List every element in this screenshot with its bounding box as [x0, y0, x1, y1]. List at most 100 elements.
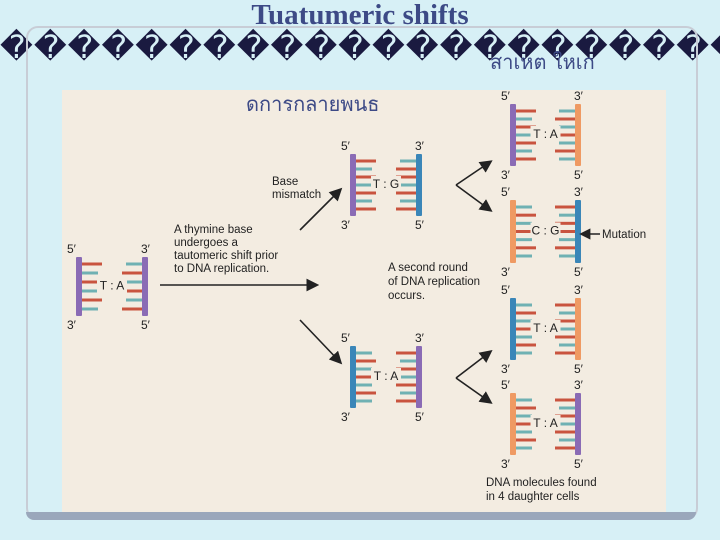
- molecule-daughter-2-bottom-left-prime: 3′: [501, 265, 511, 279]
- molecule-daughter-2-pair-label: C : G: [531, 224, 559, 238]
- molecule-original-bottom-left-prime: 3′: [67, 318, 77, 332]
- molecule-daughter-3-right-base: [559, 327, 575, 331]
- molecule-daughter-4-left-base: [516, 438, 536, 442]
- molecule-original-left-strand: [76, 257, 82, 316]
- molecule-normal-right-base: [400, 375, 416, 379]
- mutation-label: Mutation: [602, 229, 646, 241]
- molecule-daughter-3-left-base: [516, 351, 532, 355]
- bottom-bar: [26, 512, 696, 520]
- molecule-original-left-base: [82, 289, 98, 293]
- molecule-daughter-4-left-base: [516, 406, 536, 410]
- molecule-daughter-4-bottom-right-prime: 5′: [574, 457, 584, 471]
- molecule-normal-right-base: [396, 351, 416, 355]
- molecule-mismatch-left-base: [356, 175, 376, 179]
- dna-molecules: 5′3′3′5′T : A5′3′3′5′T : G5′3′3′5′T : A5…: [67, 89, 584, 471]
- molecule-daughter-1-left-base: [516, 149, 532, 153]
- molecule-daughter-3-left-base: [516, 335, 532, 339]
- molecule-normal-left-base: [356, 383, 372, 387]
- molecule-daughter-1-right-base: [559, 125, 575, 129]
- molecule-normal-left-base: [356, 375, 376, 379]
- molecule-mismatch-left-base: [356, 191, 376, 195]
- molecule-daughter-3-right-base: [555, 335, 575, 339]
- molecule-normal-bottom-left-prime: 3′: [341, 410, 351, 424]
- molecule-daughter-1-left-base: [516, 125, 536, 129]
- molecule-daughter-2-left-base: [516, 254, 532, 258]
- molecule-daughter-2-right-base: [559, 238, 575, 242]
- molecule-mismatch-left-base: [356, 167, 372, 171]
- molecule-normal-right-base: [396, 399, 416, 403]
- molecule-daughter-4-right-base: [555, 398, 575, 402]
- molecule-daughter-1-top-right-prime: 3′: [574, 89, 584, 103]
- molecule-daughter-2-right-base: [559, 254, 575, 258]
- molecule-daughter-1-left-base: [516, 157, 536, 161]
- molecule-normal-pair-bg: [371, 368, 401, 383]
- molecule-daughter-3-right-base: [555, 303, 575, 307]
- molecule-daughter-3-right-base: [555, 351, 575, 355]
- molecule-daughter-1-left-base: [516, 133, 532, 137]
- molecule-original-pair-label: T : A: [100, 279, 124, 293]
- molecule-original-right-base: [126, 280, 142, 284]
- thymine-line-1: A thymine base: [174, 224, 253, 236]
- molecule-daughter-4-left-strand: [510, 393, 516, 455]
- molecule-daughter-3-top-right-prime: 3′: [574, 283, 584, 297]
- molecule-daughter-4-right-base: [555, 414, 575, 418]
- molecule-daughter-2-left-base: [516, 238, 532, 242]
- arrow-top-down: [455, 184, 493, 212]
- molecule-mismatch-bottom-right-prime: 5′: [415, 218, 425, 232]
- molecule-daughter-3-left-base: [516, 303, 532, 307]
- molecule-daughter-2-pair-bg: [530, 222, 561, 238]
- molecule-daughter-3-right-base: [559, 311, 575, 315]
- molecule-original-left-base: [82, 307, 98, 311]
- molecule-daughter-3-left-base: [516, 311, 536, 315]
- molecule-daughter-3-right-strand: [575, 298, 581, 360]
- molecule-daughter-1-right-strand: [575, 104, 581, 166]
- molecule-daughter-4-right-base: [559, 422, 575, 426]
- molecule-daughter-2-left-base: [516, 221, 532, 225]
- molecule-daughter-1-bottom-right-prime: 5′: [574, 168, 584, 182]
- molecule-normal-left-strand: [350, 346, 356, 408]
- molecule-mismatch-left-base: [356, 199, 372, 203]
- molecule-normal-left-base: [356, 359, 376, 363]
- molecule-original-right-base: [122, 289, 142, 293]
- molecule-daughter-1-right-base: [559, 157, 575, 161]
- molecule-original-top-left-prime: 5′: [67, 242, 77, 256]
- molecule-normal-bottom-right-prime: 5′: [415, 410, 425, 424]
- thai-heading-left: ดการกลายพนธ: [246, 92, 380, 116]
- molecule-original-right-base: [126, 262, 142, 266]
- molecule-daughter-1-right-base: [559, 141, 575, 145]
- molecule-daughter-4-left-base: [516, 422, 536, 426]
- molecule-mismatch-top-right-prime: 3′: [415, 139, 425, 153]
- molecule-normal-right-base: [396, 367, 416, 371]
- molecule-original-left-base: [82, 298, 102, 302]
- molecule-mismatch-pair-bg: [371, 176, 401, 191]
- garbled-heading: ����������������������: [0, 28, 720, 66]
- molecule-daughter-4-top-right-prime: 3′: [574, 378, 584, 392]
- molecule-daughter-4-right-strand: [575, 393, 581, 455]
- molecule-daughter-1-left-base: [516, 109, 536, 113]
- molecule-daughter-1-right-base: [555, 117, 575, 121]
- second-round-line-2: of DNA replication: [388, 276, 480, 288]
- molecule-daughter-1-pair-label: T : A: [533, 127, 557, 141]
- slide-title: Tuatumeric shifts: [251, 0, 469, 31]
- molecule-mismatch-left-base: [356, 159, 376, 163]
- molecule-mismatch-pair-label: T : G: [373, 177, 399, 191]
- molecule-daughter-1-right-base: [559, 109, 575, 113]
- molecule-normal-right-base: [396, 383, 416, 387]
- molecule-mismatch-top-left-prime: 5′: [341, 139, 351, 153]
- molecule-daughter-4-left-base: [516, 446, 532, 450]
- molecule-normal-top-right-prime: 3′: [415, 331, 425, 345]
- molecule-daughter-3-left-base: [516, 319, 532, 323]
- thymine-line-4: to DNA replication.: [174, 263, 269, 275]
- molecule-normal-right-base: [400, 359, 416, 363]
- molecule-daughter-4-left-base: [516, 414, 532, 418]
- molecule-mismatch-bottom-left-prime: 3′: [341, 218, 351, 232]
- molecule-mismatch-right-strand: [416, 154, 422, 216]
- dna-found-line-2: in 4 daughter cells: [486, 491, 580, 503]
- molecule-daughter-2-left-base: [516, 205, 532, 209]
- molecule-daughter-4-left-base: [516, 398, 532, 402]
- molecule-daughter-4-right-base: [559, 438, 575, 442]
- arrow-bottom-up: [455, 350, 493, 379]
- molecule-daughter-2-right-base: [555, 221, 575, 225]
- molecule-mismatch-right-base: [396, 167, 416, 171]
- molecule-daughter-2-left-strand: [510, 200, 516, 263]
